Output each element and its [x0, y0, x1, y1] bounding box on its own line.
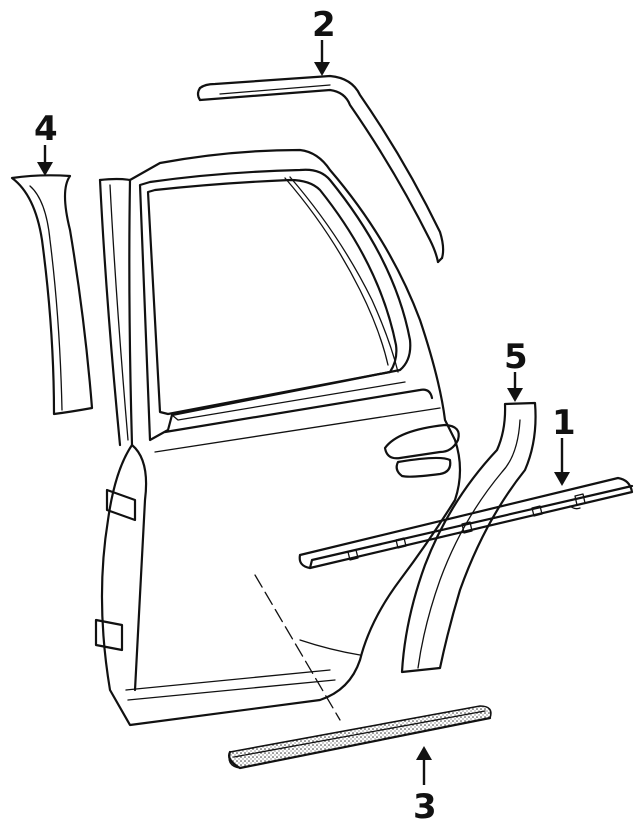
callout-4: 4 — [34, 109, 58, 149]
callout-2: 2 — [312, 5, 336, 45]
part-1-strip — [298, 476, 634, 570]
callout-5: 5 — [504, 337, 528, 377]
part-4-applique — [10, 174, 94, 416]
rear-door — [94, 148, 462, 727]
part-3-molding — [228, 705, 492, 770]
callout-3: 3 — [413, 787, 437, 827]
callout-arrows — [37, 40, 570, 785]
part-5-molding — [400, 401, 537, 674]
part-2-molding — [196, 74, 445, 264]
callout-1: 1 — [552, 403, 576, 443]
